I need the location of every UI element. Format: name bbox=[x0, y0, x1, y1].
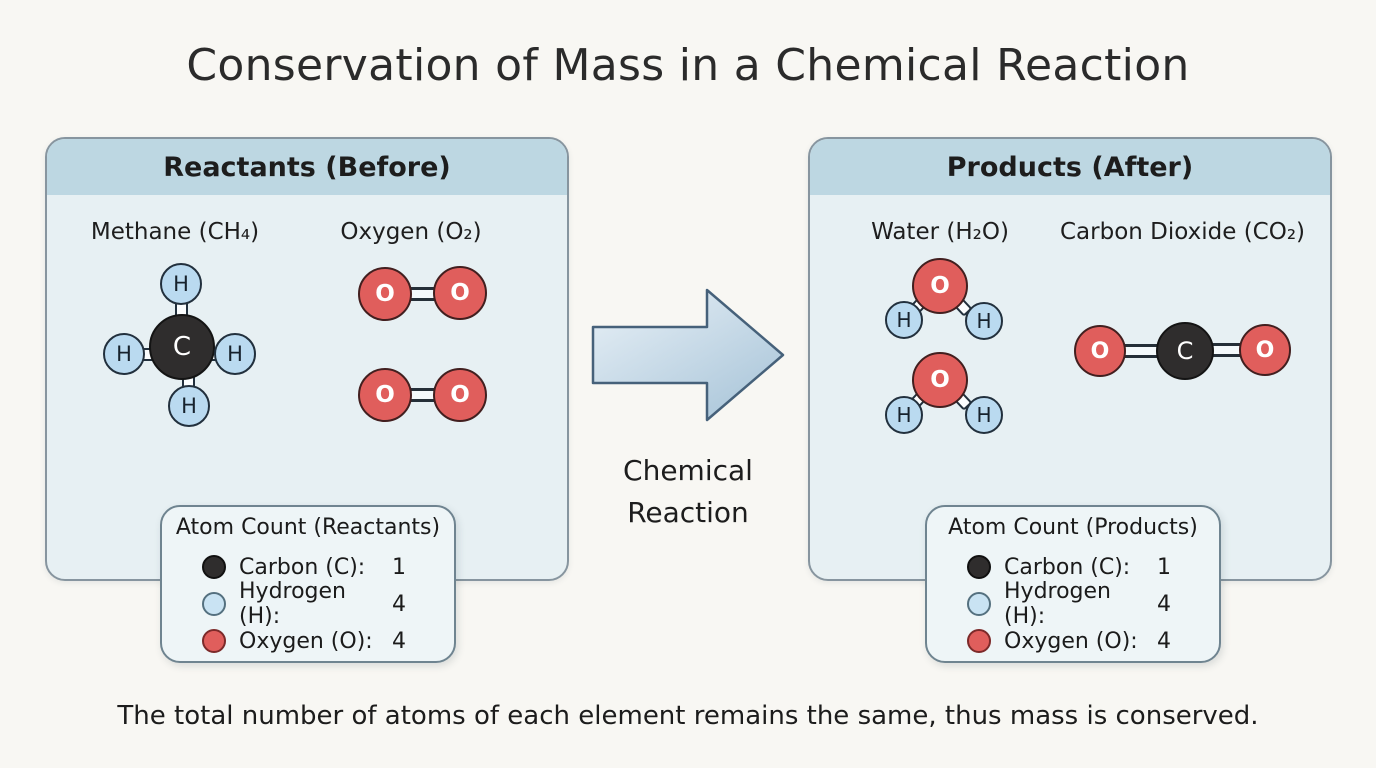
hydrogen-atom: H bbox=[885, 301, 923, 339]
reaction-arrow bbox=[591, 288, 786, 422]
hydrogen-atom: H bbox=[885, 396, 923, 434]
atom-count-row: Oxygen (O): 4 bbox=[927, 626, 1219, 656]
carbon-swatch-icon bbox=[967, 555, 991, 579]
oxygen-atom: O bbox=[358, 368, 412, 422]
carbon-swatch-icon bbox=[202, 555, 226, 579]
hydrogen-swatch-icon bbox=[967, 592, 991, 616]
atom-count-row: Hydrogen (H): 4 bbox=[162, 579, 454, 629]
hydrogen-atom: H bbox=[965, 302, 1003, 340]
hydrogen-atom: H bbox=[160, 263, 202, 305]
reaction-label-line1: Chemical bbox=[623, 454, 753, 487]
element-count: 1 bbox=[392, 554, 406, 580]
reaction-arrow-shape bbox=[591, 288, 785, 422]
double-bond bbox=[1118, 344, 1162, 358]
oxygen-label: Oxygen (O₂) bbox=[340, 219, 482, 245]
element-count: 1 bbox=[1157, 554, 1171, 580]
atom-count-title: Atom Count (Reactants) bbox=[175, 515, 441, 540]
element-label: Carbon (C): bbox=[1004, 554, 1131, 580]
carbon-dioxide-label: Carbon Dioxide (CO₂) bbox=[1060, 219, 1306, 245]
oxygen-atom: O bbox=[912, 258, 968, 314]
atom-count-row: Carbon (C): 1 bbox=[927, 552, 1219, 582]
element-label: Carbon (C): bbox=[239, 554, 366, 580]
page-title: Conservation of Mass in a Chemical React… bbox=[186, 40, 1190, 91]
element-label: Oxygen (O): bbox=[1004, 628, 1138, 654]
oxygen-swatch-icon bbox=[967, 629, 991, 653]
conclusion-caption: The total number of atoms of each elemen… bbox=[117, 701, 1259, 731]
reactants-header: Reactants (Before) bbox=[47, 139, 567, 195]
atom-count-row: Carbon (C): 1 bbox=[162, 552, 454, 582]
atom-count-row: Oxygen (O): 4 bbox=[162, 626, 454, 656]
oxygen-atom: O bbox=[912, 352, 968, 408]
element-label: Oxygen (O): bbox=[239, 628, 373, 654]
carbon-atom: C bbox=[1156, 322, 1214, 380]
atom-count-reactants-box: Atom Count (Reactants) Carbon (C): 1 Hyd… bbox=[160, 505, 456, 663]
atom-count-row: Hydrogen (H): 4 bbox=[927, 579, 1219, 629]
atom-count-title: Atom Count (Products) bbox=[948, 515, 1198, 540]
oxygen-atom: O bbox=[358, 267, 412, 321]
atom-count-products-box: Atom Count (Products) Carbon (C): 1 Hydr… bbox=[925, 505, 1221, 663]
hydrogen-atom: H bbox=[168, 385, 210, 427]
element-count: 4 bbox=[392, 628, 406, 654]
products-header: Products (After) bbox=[810, 139, 1330, 195]
reaction-label-line2: Reaction bbox=[627, 496, 749, 529]
oxygen-atom: O bbox=[1074, 325, 1126, 377]
methane-label: Methane (CH₄) bbox=[90, 219, 260, 245]
oxygen-atom: O bbox=[433, 368, 487, 422]
element-count: 4 bbox=[392, 591, 406, 617]
carbon-atom: C bbox=[149, 314, 215, 380]
hydrogen-atom: H bbox=[103, 333, 145, 375]
element-label: Hydrogen (H): bbox=[239, 579, 346, 629]
reaction-label: Chemical Reaction bbox=[578, 450, 798, 534]
oxygen-swatch-icon bbox=[202, 629, 226, 653]
water-label: Water (H₂O) bbox=[871, 219, 1009, 245]
element-count: 4 bbox=[1157, 591, 1171, 617]
element-label: Hydrogen (H): bbox=[1004, 579, 1111, 629]
oxygen-atom: O bbox=[1239, 324, 1291, 376]
hydrogen-swatch-icon bbox=[202, 592, 226, 616]
element-count: 4 bbox=[1157, 628, 1171, 654]
hydrogen-atom: H bbox=[965, 396, 1003, 434]
hydrogen-atom: H bbox=[214, 333, 256, 375]
oxygen-atom: O bbox=[433, 266, 487, 320]
